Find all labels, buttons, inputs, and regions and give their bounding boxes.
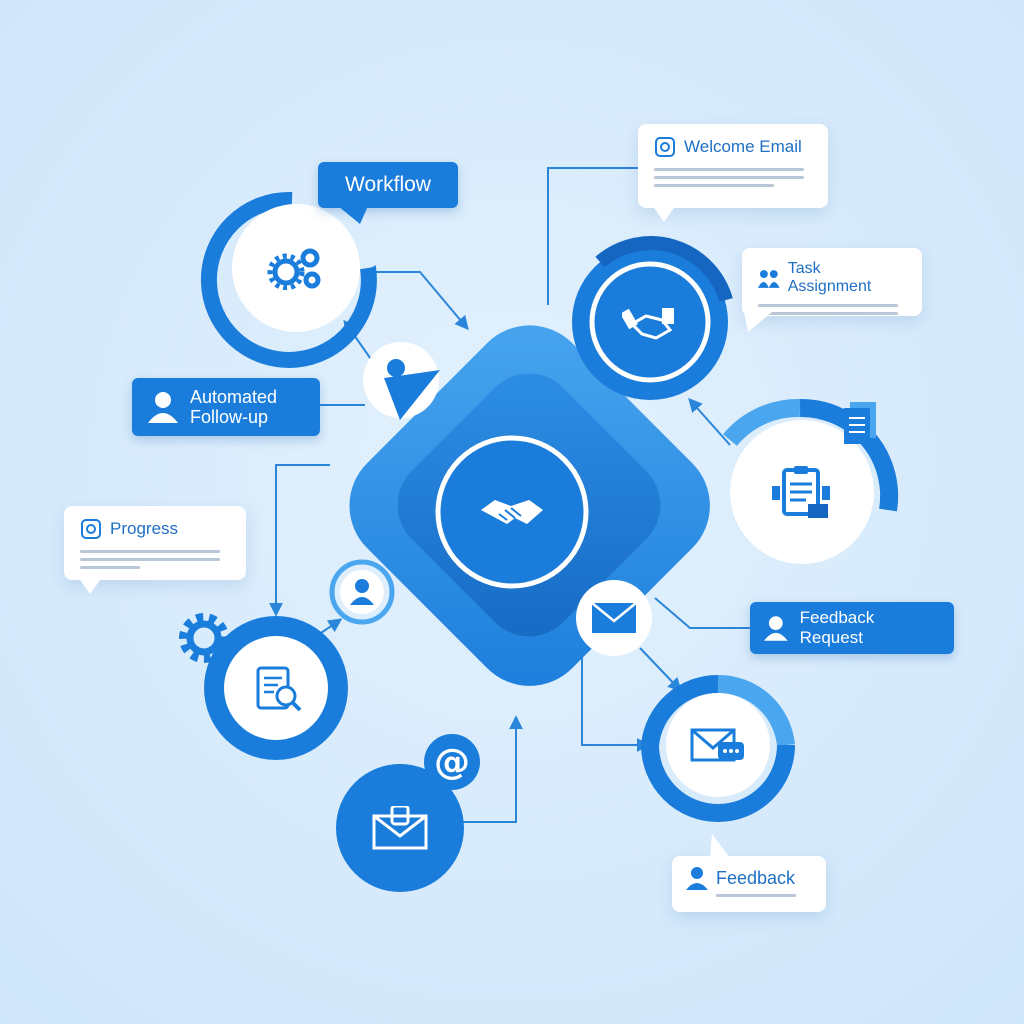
connector-feedback-request: [654, 597, 750, 629]
progress-title: Progress: [110, 519, 179, 538]
task-assignment-tail: [744, 312, 772, 332]
at-sign-icon: @: [434, 741, 470, 783]
user-icon: [686, 867, 708, 890]
automated-followup-text-1: Automated: [190, 387, 278, 407]
user-icon: [148, 392, 178, 423]
progress-card[interactable]: Progress: [64, 506, 246, 594]
feedback-card-tail: [710, 834, 730, 858]
connector-feedback-node: [581, 650, 651, 752]
email-node[interactable]: [336, 734, 480, 892]
connector-progress: [269, 464, 330, 617]
connector-feedback-envelope: [639, 647, 682, 693]
connector-email: [462, 715, 523, 823]
welcome-email-title: Welcome Email: [684, 137, 802, 156]
task-handshake-icon: [622, 308, 674, 340]
progress-badge-icon: [81, 519, 101, 539]
message-envelope-icon: [690, 728, 744, 762]
feedback-request-text: Feedback Request: [799, 608, 875, 647]
gears-icon: [267, 248, 321, 290]
clipboard-icon: [772, 466, 830, 518]
mail-badge-icon: [655, 137, 675, 157]
report-search-icon: [256, 666, 302, 712]
connector-task: [688, 397, 731, 446]
progress-body: [80, 550, 230, 569]
welcome-email-body: [654, 168, 812, 187]
workflow-label-text: Workflow: [345, 173, 431, 196]
gear-icon: [179, 613, 229, 663]
progress-node[interactable]: [204, 616, 348, 760]
automated-followup-label[interactable]: Automated Follow-up: [132, 378, 320, 436]
workflow-label[interactable]: Workflow: [318, 162, 458, 208]
task-assignment-body: [758, 304, 906, 315]
task-assignment-card[interactable]: Task Assignment: [742, 248, 922, 316]
document-stack-icon: [844, 402, 876, 444]
connector-welcome-email: [547, 167, 640, 305]
welcome-email-card[interactable]: Welcome Email: [638, 124, 828, 222]
mail-icon: [591, 602, 637, 633]
task-node[interactable]: [572, 236, 733, 400]
workflow-label-tail: [338, 206, 368, 224]
team-icon: [758, 270, 780, 288]
user-icon: [764, 616, 788, 641]
automated-followup-text-2: Follow-up: [190, 407, 269, 427]
envelope-icon: [372, 806, 428, 850]
feedback-body: [716, 894, 812, 897]
small-user-node[interactable]: [363, 342, 440, 420]
feedback-card[interactable]: Feedback: [672, 856, 826, 912]
feedback-title: Feedback: [716, 867, 796, 888]
handshake-icon: [481, 500, 543, 524]
feedback-request-label[interactable]: Feedback Request: [750, 602, 954, 654]
person-icon: [350, 579, 374, 605]
task-assignment-title: Task Assignment: [787, 260, 872, 295]
connector-workflow: [362, 265, 469, 331]
